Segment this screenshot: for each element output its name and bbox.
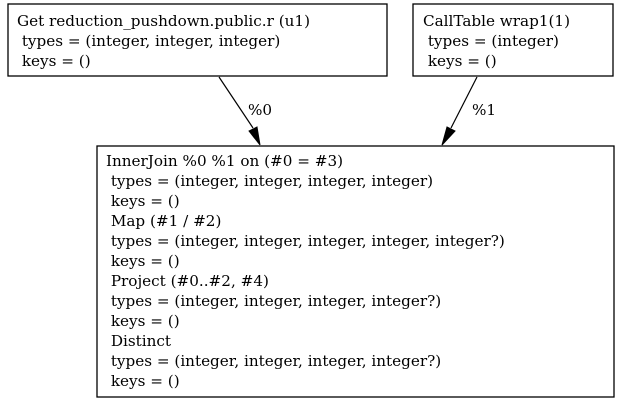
edge-get-to-innerjoin: %0 [218, 76, 272, 146]
node-get-line-1: Get reduction_pushdown.public.r (u1) [17, 12, 310, 30]
node-calltable-line-1: CallTable wrap1(1) [423, 12, 570, 30]
node-innerjoin-line-11: types = (integer, integer, integer, inte… [106, 352, 441, 370]
node-innerjoin-line-1: InnerJoin %0 %1 on (#0 = #3) [106, 152, 343, 170]
node-innerjoin-line-4: Map (#1 / #2) [106, 212, 221, 230]
node-innerjoin-line-9: keys = () [106, 312, 180, 330]
edge-line-calltable-to-innerjoin [450, 76, 478, 129]
node-innerjoin-line-5: types = (integer, integer, integer, inte… [106, 232, 505, 250]
edge-line-get-to-innerjoin [218, 76, 254, 129]
node-get: Get reduction_pushdown.public.r (u1) typ… [7, 3, 388, 77]
edge-label-get-to-innerjoin: %0 [248, 101, 272, 119]
node-get-box [7, 3, 388, 77]
node-innerjoin: InnerJoin %0 %1 on (#0 = #3) types = (in… [96, 145, 615, 398]
node-innerjoin-line-8: types = (integer, integer, integer, inte… [106, 292, 441, 310]
node-innerjoin-line-12: keys = () [106, 372, 180, 390]
arrowhead-get-to-innerjoin [248, 126, 261, 146]
node-innerjoin-line-3: keys = () [106, 192, 180, 210]
node-innerjoin-line-10: Distinct [106, 332, 171, 350]
node-innerjoin-line-7: Project (#0..#2, #4) [106, 272, 269, 290]
edge-calltable-to-innerjoin: %1 [441, 76, 496, 146]
node-calltable-line-3: keys = () [423, 52, 497, 70]
node-get-line-2: types = (integer, integer, integer) [17, 32, 280, 50]
node-innerjoin-line-2: types = (integer, integer, integer, inte… [106, 172, 433, 190]
node-innerjoin-box [96, 145, 615, 398]
node-innerjoin-line-6: keys = () [106, 252, 180, 270]
node-calltable: CallTable wrap1(1) types = (integer) key… [412, 3, 614, 77]
node-calltable-box [412, 3, 614, 77]
node-get-line-3: keys = () [17, 52, 91, 70]
node-calltable-line-2: types = (integer) [423, 32, 559, 50]
arrowhead-calltable-to-innerjoin [441, 126, 456, 146]
edge-label-calltable-to-innerjoin: %1 [472, 101, 496, 119]
